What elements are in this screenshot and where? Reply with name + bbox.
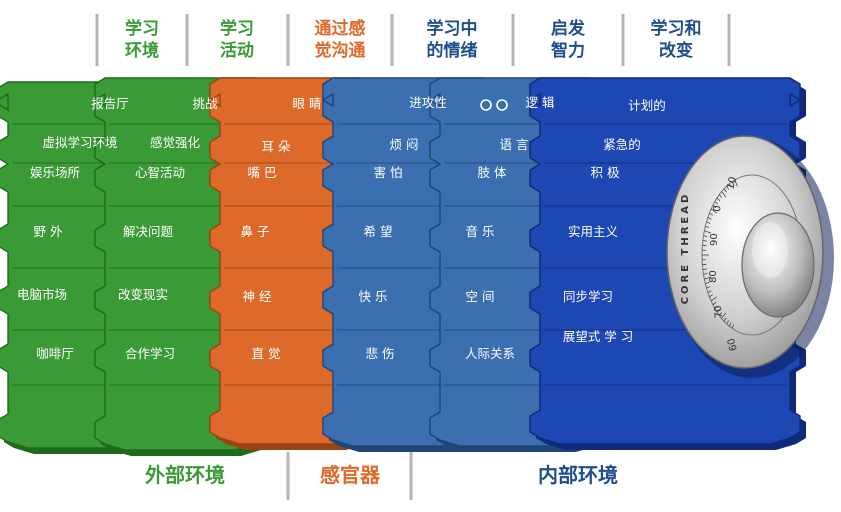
label-sense: 直 觉 xyxy=(252,346,281,361)
label-sense: 鼻 子 xyxy=(241,224,270,239)
label-change: 展望式 学 习 xyxy=(563,329,633,344)
label-emotion: 进攻性 xyxy=(409,95,447,110)
lock-dial-number: 80 xyxy=(708,270,719,283)
lock-dial-number: 90 xyxy=(709,233,720,246)
header-line2: 觉沟通 xyxy=(315,40,366,61)
label-env: 咖啡厅 xyxy=(36,346,74,361)
label-change: 计划的 xyxy=(628,98,666,113)
header-sensory-communication: 通过感 觉沟通 xyxy=(315,18,366,61)
label-intellect: 人际关系 xyxy=(465,346,515,361)
header-line2: 的情绪 xyxy=(427,40,478,61)
lock-dial-number: 0 xyxy=(712,205,724,212)
header-inspire-intellect: 启发 智力 xyxy=(551,18,586,61)
label-change: 积 极 xyxy=(591,165,620,180)
label-activity: 合作学习 xyxy=(125,346,175,361)
header-learning-and-change: 学习和 改变 xyxy=(651,18,702,61)
label-env: 娱乐场所 xyxy=(30,165,80,180)
label-activity: 挑战 xyxy=(192,96,218,111)
label-emotion: 悲 伤 xyxy=(366,346,395,361)
label-change: 同步学习 xyxy=(563,289,613,304)
label-change: 实用主义 xyxy=(568,224,619,239)
label-emotion: 希 望 xyxy=(364,224,393,239)
header-line1: 学习 xyxy=(125,18,159,39)
header-line1: 学习中 xyxy=(427,18,478,39)
footer-internal-environment: 内部环境 xyxy=(538,463,618,487)
label-env: 电脑市场 xyxy=(17,287,67,302)
label-activity: 解决问题 xyxy=(123,224,174,239)
header-emotion-in-learning: 学习中 的情绪 xyxy=(427,18,478,61)
label-env: 野 外 xyxy=(34,224,63,239)
headers: 学习 环境 学习 活动 通过感 觉沟通 学习中 的情绪 启发 智力 学习和 改变 xyxy=(125,18,702,61)
knob-highlight xyxy=(752,222,788,278)
label-intellect: 音 乐 xyxy=(466,224,495,239)
label-env: 虚拟学习环境 xyxy=(42,135,117,150)
label-change: 紧急的 xyxy=(603,137,641,152)
label-intellect: 逻 辑 xyxy=(526,95,555,110)
header-line1: 通过感 xyxy=(315,18,366,39)
header-line1: 学习和 xyxy=(651,18,702,39)
footer: 外部环境 感官器 内部环境 xyxy=(145,452,618,500)
footer-external-environment: 外部环境 xyxy=(145,463,225,487)
header-line1: 启发 xyxy=(551,18,586,39)
header-learning-activity: 学习 活动 xyxy=(220,18,254,61)
label-emotion: 害 怕 xyxy=(374,165,403,180)
lock-brand-text: CORE THREAD xyxy=(680,192,691,305)
label-emotion: 烦 闷 xyxy=(390,137,419,152)
label-intellect: 肢 体 xyxy=(478,165,507,180)
footer-senses: 感官器 xyxy=(320,463,381,487)
label-sense: 耳 朵 xyxy=(262,139,291,154)
header-line2: 改变 xyxy=(659,40,693,61)
label-activity: 改变现实 xyxy=(118,287,168,302)
header-line2: 智力 xyxy=(551,40,585,61)
label-sense: 神 经 xyxy=(243,289,272,304)
header-line2: 活动 xyxy=(220,40,254,61)
header-dividers xyxy=(97,14,729,66)
label-intellect: 空 间 xyxy=(466,289,495,304)
label-intellect: 语 言 xyxy=(500,137,529,152)
label-sense: 眼 睛 xyxy=(293,96,322,111)
lock-dial-number: 70 xyxy=(713,305,725,319)
header-line1: 学习 xyxy=(220,18,254,39)
label-sense: 嘴 巴 xyxy=(248,165,277,180)
label-activity: 感觉强化 xyxy=(150,135,201,150)
label-env: 报告厅 xyxy=(91,96,129,111)
header-learning-environment: 学习 环境 xyxy=(125,18,159,61)
label-activity: 心智活动 xyxy=(135,165,185,180)
label-emotion: 快 乐 xyxy=(359,289,388,304)
header-line2: 环境 xyxy=(125,40,159,61)
